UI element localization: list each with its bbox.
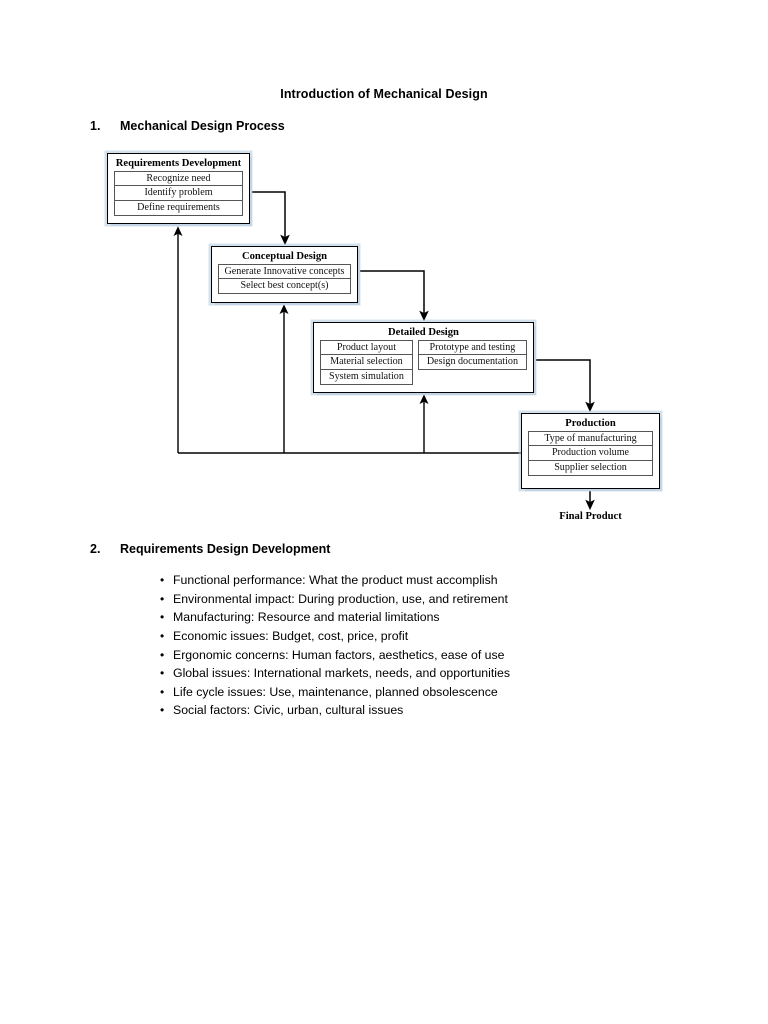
flow-node-title: Conceptual Design (241, 251, 328, 262)
flow-node-column: Recognize need Identify problem Define r… (114, 171, 243, 216)
section-number-2: 2. (90, 542, 101, 556)
flow-node-item: Identify problem (114, 186, 243, 201)
flow-node-production: Production Type of manufacturing Product… (521, 413, 660, 489)
flow-node-item: Select best concept(s) (218, 279, 351, 294)
list-item: Environmental impact: During production,… (160, 592, 720, 606)
page-title: Introduction of Mechanical Design (280, 87, 488, 101)
flow-node-column: Type of manufacturing Production volume … (528, 431, 653, 476)
flow-node-title: Requirements Development (115, 158, 242, 169)
flow-node-requirements-development: Requirements Development Recognize need … (107, 153, 250, 224)
flow-node-item: Supplier selection (528, 461, 653, 476)
list-item: Ergonomic concerns: Human factors, aesth… (160, 648, 720, 662)
flow-node-item: Design documentation (417, 355, 528, 370)
list-item: Global issues: International markets, ne… (160, 666, 720, 680)
flow-node-column: Product layout Material selection System… (320, 340, 413, 385)
flow-node-column: Prototype and testing Design documentati… (417, 340, 528, 385)
list-item: Manufacturing: Resource and material lim… (160, 610, 720, 624)
flow-node-item: System simulation (320, 370, 413, 385)
mechanical-design-process-flowchart: Requirements Development Recognize need … (107, 153, 660, 522)
flow-node-item: Type of manufacturing (528, 431, 653, 446)
section-heading-1: 1. Mechanical Design Process (90, 119, 490, 137)
flow-node-item: Generate Innovative concepts (218, 264, 351, 279)
flow-node-column: Generate Innovative concepts Select best… (218, 264, 351, 294)
flow-node-title: Production (565, 418, 616, 429)
flow-node-item: Recognize need (114, 171, 243, 186)
requirements-bullet-list: Functional performance: What the product… (120, 573, 720, 722)
list-item: Economic issues: Budget, cost, price, pr… (160, 629, 720, 643)
flowchart-connectors (173, 191, 595, 511)
section-title-2: Requirements Design Development (120, 542, 331, 556)
flow-node-item: Prototype and testing (417, 340, 528, 355)
list-item: Life cycle issues: Use, maintenance, pla… (160, 685, 720, 699)
flow-node-item: Production volume (528, 446, 653, 461)
list-item: Social factors: Civic, urban, cultural i… (160, 703, 720, 717)
flow-node-detailed-design: Detailed Design Product layout Material … (313, 322, 534, 393)
flow-node-item: Material selection (320, 355, 413, 370)
flow-node-item-spacer (418, 370, 527, 385)
section-heading-2: 2. Requirements Design Development (90, 542, 490, 560)
section-title-1: Mechanical Design Process (120, 119, 285, 133)
list-item: Functional performance: What the product… (160, 573, 720, 587)
section-number-1: 1. (90, 119, 101, 133)
flow-node-conceptual-design: Conceptual Design Generate Innovative co… (211, 246, 358, 303)
flow-node-title: Detailed Design (388, 327, 459, 338)
flow-node-item: Product layout (320, 340, 413, 355)
flow-final-product-label: Final Product (559, 511, 622, 522)
flow-node-item: Define requirements (114, 201, 243, 216)
